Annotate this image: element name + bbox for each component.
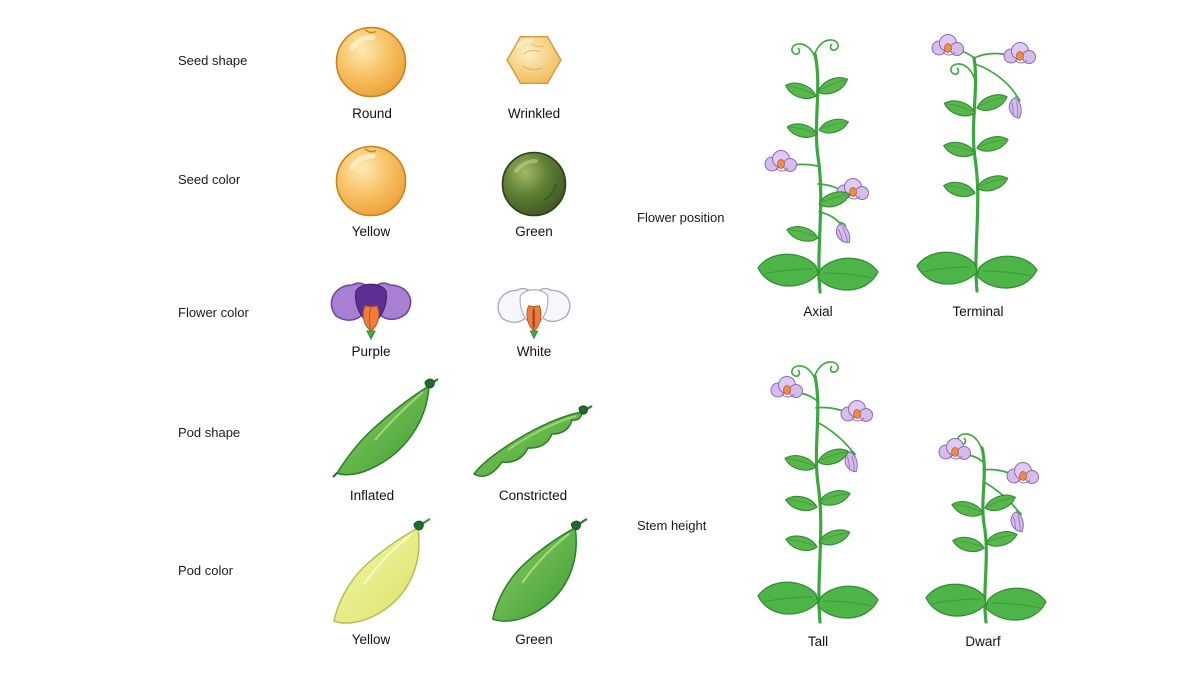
variant-label-axial: Axial bbox=[803, 304, 833, 319]
trait-label-pod-color: Pod color bbox=[178, 563, 233, 578]
variant-label-constricted: Constricted bbox=[498, 488, 568, 503]
variant-label-pod-green: Green bbox=[515, 632, 553, 647]
trait-label-seed-shape: Seed shape bbox=[178, 53, 248, 68]
trait-label-flower-position: Flower position bbox=[637, 210, 725, 225]
round-seed-illustration bbox=[334, 24, 408, 98]
dwarf-plant-illustration bbox=[920, 428, 1060, 624]
variant-label-tall: Tall bbox=[807, 634, 829, 649]
inflated-pod-illustration bbox=[328, 378, 439, 482]
variant-label-white: White bbox=[516, 344, 552, 359]
variant-label-wrinkled: Wrinkled bbox=[507, 106, 561, 121]
variant-label-round: Round bbox=[352, 106, 392, 121]
purple-flower-illustration bbox=[327, 278, 415, 342]
variant-label-seed-green: Green bbox=[515, 224, 553, 239]
green-pod-illustration bbox=[478, 518, 592, 626]
variant-label-terminal: Terminal bbox=[952, 304, 1004, 319]
constricted-pod-illustration bbox=[468, 404, 593, 482]
terminal-plant-illustration bbox=[915, 34, 1060, 293]
white-flower-illustration bbox=[494, 284, 574, 342]
variant-label-seed-yellow: Yellow bbox=[351, 224, 391, 239]
yellow-pod-illustration bbox=[322, 518, 432, 628]
trait-label-stem-height: Stem height bbox=[637, 518, 707, 533]
variant-label-inflated: Inflated bbox=[349, 488, 395, 503]
tall-plant-illustration bbox=[750, 361, 885, 624]
variant-label-dwarf: Dwarf bbox=[965, 634, 1001, 649]
trait-label-flower-color: Flower color bbox=[178, 305, 249, 320]
axial-plant-illustration bbox=[750, 39, 885, 294]
wrinkled-seed-illustration bbox=[502, 30, 566, 90]
trait-label-pod-shape: Pod shape bbox=[178, 425, 241, 440]
yellow-seed-illustration bbox=[334, 143, 408, 217]
variant-label-pod-yellow: Yellow bbox=[351, 632, 391, 647]
trait-label-seed-color: Seed color bbox=[178, 172, 241, 187]
green-seed-illustration bbox=[500, 150, 568, 218]
variant-label-purple: Purple bbox=[351, 344, 391, 359]
